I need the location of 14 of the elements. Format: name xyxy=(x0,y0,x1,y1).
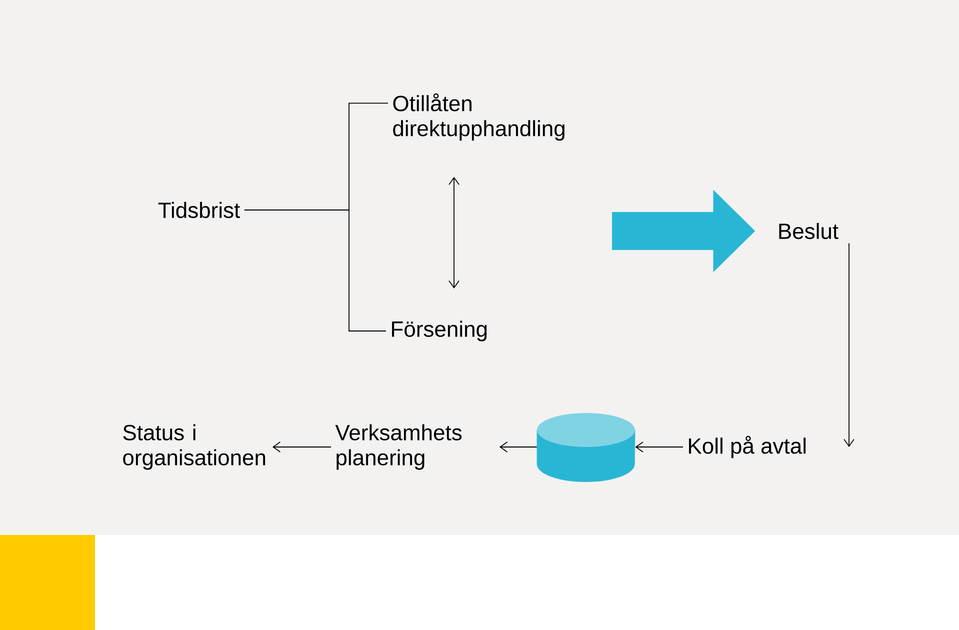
arrow xyxy=(844,242,854,447)
bracket-connector xyxy=(244,102,388,332)
arrow xyxy=(499,442,538,452)
node-text: Tidsbrist xyxy=(158,202,240,218)
node-text: Försening xyxy=(392,320,487,342)
node-text: Otillåten direktupphandling xyxy=(393,93,564,141)
arrow xyxy=(635,442,684,452)
arrow xyxy=(272,442,332,452)
node-text: Verksamhets planering xyxy=(335,424,462,470)
node-text: Koll på avtal xyxy=(689,436,806,458)
arrow xyxy=(448,176,460,289)
node-text: Beslut xyxy=(779,222,838,240)
cylinder xyxy=(536,413,636,482)
node-text: Status i organisationen xyxy=(123,424,266,470)
